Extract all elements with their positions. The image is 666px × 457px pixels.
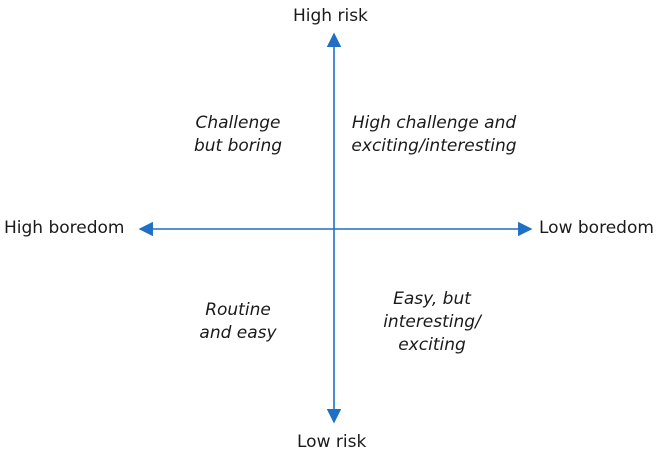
quadrant-top-right-line-2: exciting/interesting: [351, 136, 517, 156]
quadrant-bottom-left-line-1: Routine: [205, 300, 271, 320]
quadrant-top-left-line-1: Challenge: [195, 113, 281, 133]
quadrant-top-right-line-1: High challenge and: [351, 113, 517, 133]
quadrant-top-left-line-2: but boring: [193, 136, 283, 156]
axis-label-low-risk: Low risk: [297, 432, 367, 452]
quadrant-bottom-right-line-3: exciting: [398, 335, 466, 355]
quadrant-top-left: Challenge but boring: [194, 112, 282, 158]
quadrant-bottom-right-line-2: interesting/: [383, 312, 481, 332]
quadrant-bottom-right: Easy, but interesting/ exciting: [383, 288, 481, 357]
quadrant-bottom-left-line-2: and easy: [199, 323, 277, 343]
quadrant-bottom-left: Routine and easy: [199, 299, 276, 345]
axis-label-high-boredom: High boredom: [4, 218, 125, 238]
axis-label-high-risk: High risk: [293, 6, 368, 26]
quadrant-bottom-right-line-1: Easy, but: [393, 289, 471, 309]
quadrant-top-right: High challenge and exciting/interesting: [351, 112, 516, 158]
axis-label-low-boredom: Low boredom: [539, 218, 654, 238]
